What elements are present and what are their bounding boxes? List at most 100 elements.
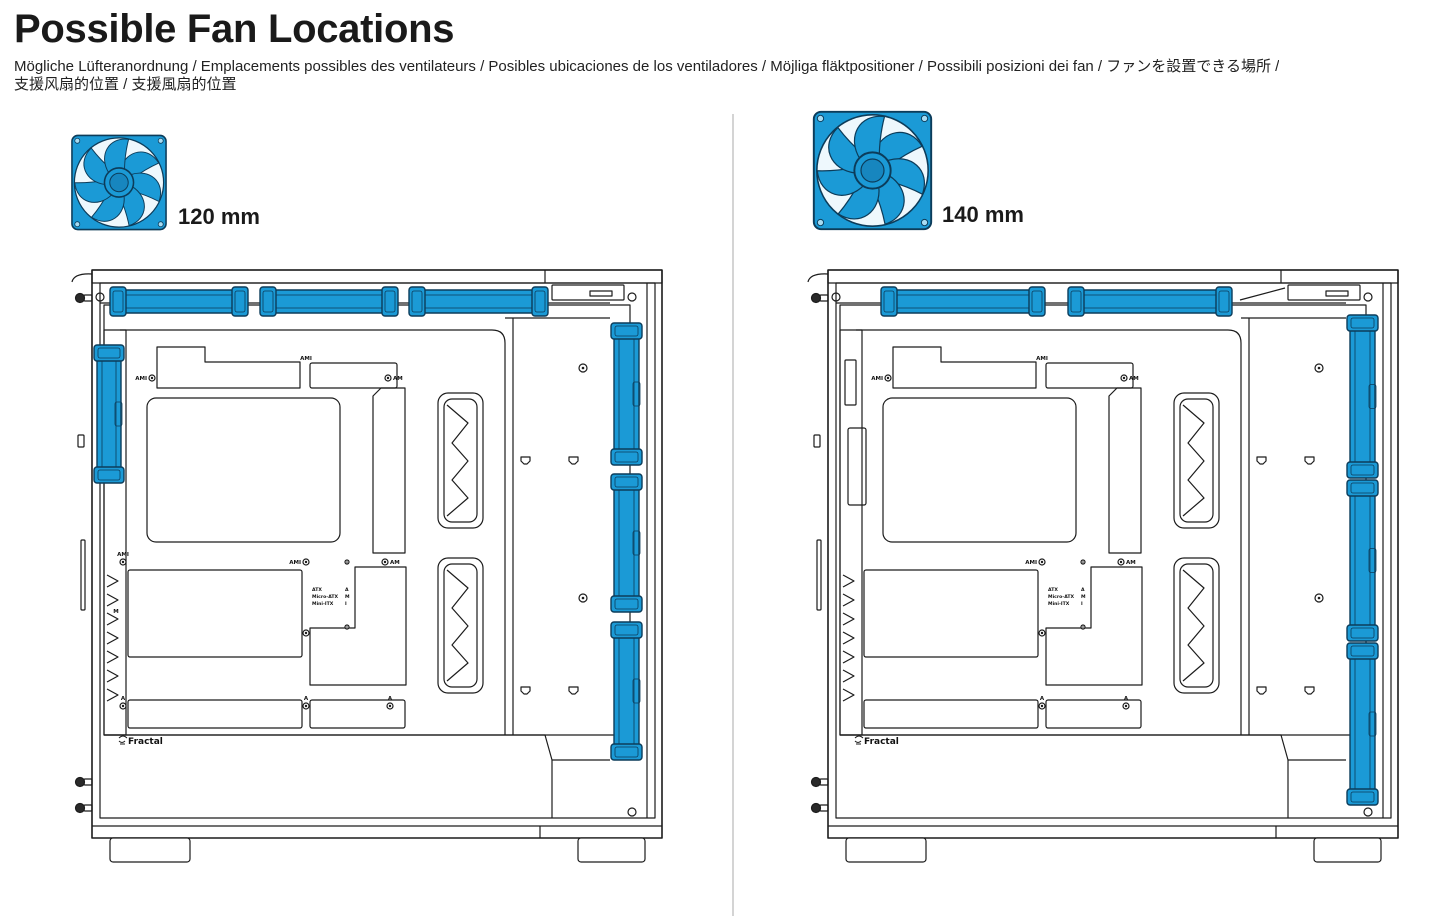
fan-corner-inset	[614, 624, 639, 636]
label-ami: AMI	[135, 376, 147, 382]
drive-tab	[1304, 686, 1315, 695]
cutout-bottom-left	[863, 699, 1039, 729]
fan-size-label-140mm: 140 mm	[942, 202, 1024, 227]
side-handle	[816, 539, 822, 611]
cutout-lower-right	[1045, 566, 1143, 686]
fan-motor-bump	[114, 401, 123, 427]
label-micro-atx: Micro-ATX	[312, 594, 339, 600]
fan-corner-inset	[234, 290, 246, 313]
drive-tab	[568, 456, 579, 465]
standoff-center	[886, 376, 890, 380]
fan-corner-inset	[1350, 791, 1375, 803]
logo-mark-icon	[854, 735, 864, 745]
front-fan-140mm-2	[1346, 479, 1379, 642]
tray-panel-edge	[856, 329, 1242, 735]
standoff-center	[1122, 376, 1126, 380]
rail-bracket	[847, 427, 867, 506]
top-fan-140mm-1	[880, 286, 1046, 317]
grommet-flaps	[446, 404, 469, 517]
fan-corner	[610, 448, 643, 466]
label-a: A	[345, 587, 349, 593]
fan-blade	[854, 115, 886, 160]
fan-hub-cap	[860, 158, 885, 183]
thumbscrew	[810, 802, 822, 814]
top-screw	[831, 292, 841, 302]
expansion-slot	[106, 669, 119, 683]
expansion-slot	[842, 631, 855, 645]
fan-corner	[93, 466, 125, 484]
thumbscrew	[810, 292, 822, 304]
label-ami: AMI	[1025, 560, 1037, 566]
fan-hub-cap	[109, 172, 129, 193]
fan-corner-inset	[1350, 317, 1375, 329]
standoff-center	[1040, 631, 1044, 635]
top-screw	[1363, 292, 1373, 302]
thumbscrew-shaft	[83, 294, 93, 302]
label-ami: AMI	[871, 376, 883, 382]
fan-edge-lines	[1354, 496, 1371, 625]
logo-mark-icon	[118, 735, 128, 745]
expansion-slot	[842, 593, 855, 607]
fan-edge-lines	[618, 339, 635, 449]
fan-corner	[259, 286, 277, 317]
mounting-hole	[74, 137, 81, 144]
label-mini-itx: Mini-ITX	[312, 601, 334, 607]
cable-grommet-inner	[1179, 563, 1214, 688]
fan-corner-inset	[614, 451, 639, 463]
standoff-center	[304, 631, 308, 635]
front-fan-120mm-3	[610, 621, 643, 761]
fan-corner-inset	[1350, 627, 1375, 639]
fan-size-label-120mm: 120 mm	[178, 204, 260, 229]
cpu-cutout	[146, 397, 341, 543]
standoff-center	[1124, 704, 1128, 708]
standoff-center	[121, 560, 125, 564]
label-m: M	[345, 594, 350, 600]
expansion-slot	[842, 612, 855, 626]
mounting-hole	[920, 218, 929, 227]
fan-body	[1077, 289, 1223, 314]
fan-corner	[610, 595, 643, 613]
drive-tab	[1256, 686, 1267, 695]
fan-body	[269, 289, 389, 314]
top-screw	[95, 292, 105, 302]
cable-grommet	[1173, 392, 1220, 529]
fan-corner	[109, 286, 127, 317]
top-fan-140mm-2	[1067, 286, 1233, 317]
label-mini-itx: Mini-ITX	[1048, 601, 1070, 607]
fan-corner	[1346, 461, 1379, 479]
expansion-slot	[106, 631, 119, 645]
fractal-logo: Fractal	[118, 735, 163, 747]
case-foot	[1313, 837, 1382, 863]
top-screw	[627, 292, 637, 302]
top-bracket-slot	[1325, 290, 1349, 297]
fan-corner-inset	[1031, 290, 1043, 313]
cutout-lower-left	[863, 569, 1039, 658]
expansion-slot	[106, 688, 119, 702]
cable-grommet	[437, 392, 484, 529]
panel-hinge	[807, 273, 829, 283]
standoff-center	[150, 376, 154, 380]
shroud-screw	[627, 807, 637, 817]
label-i: I	[1081, 601, 1083, 607]
case-foot	[577, 837, 646, 863]
fan-corner-inset	[262, 290, 274, 313]
fan-corner	[610, 473, 643, 491]
mounting-hole	[157, 221, 164, 228]
cable-grommet	[437, 557, 484, 694]
fan-corner-inset	[1070, 290, 1082, 313]
label-am: AM	[390, 560, 400, 566]
standoff-center	[346, 626, 348, 628]
fan-corner	[880, 286, 898, 317]
fan-140mm-icon	[812, 110, 933, 231]
cable-grommet	[1173, 557, 1220, 694]
case-shell	[91, 269, 663, 839]
front-fan-120mm-2	[610, 473, 643, 613]
mounting-hole	[816, 114, 825, 123]
rail-bracket	[844, 359, 857, 406]
label-ami: AMI	[300, 356, 312, 362]
fan-corner-inset	[384, 290, 396, 313]
fan-corner-inset	[614, 325, 639, 337]
